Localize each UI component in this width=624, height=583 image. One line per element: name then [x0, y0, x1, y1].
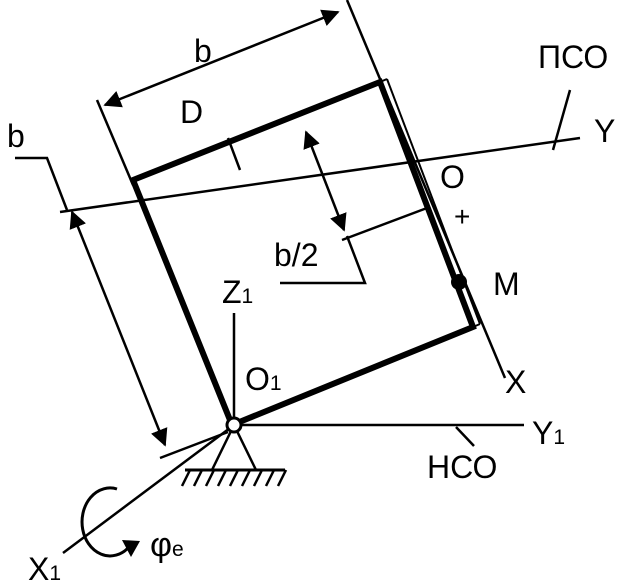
top-dim-arrow [103, 9, 340, 108]
plate-right-edge-thin-4 [472, 323, 481, 328]
rotation-arrowhead [122, 540, 140, 557]
top-dimension [95, 9, 340, 186]
label-d: D [180, 94, 203, 130]
half-dimension [280, 130, 428, 285]
label-phi-e: φe [150, 526, 184, 564]
fixed-frame [62, 313, 524, 555]
label-x1: X1 [28, 551, 61, 583]
label-b-left: b [7, 118, 25, 154]
left-dim-ext-bottom [159, 430, 229, 460]
label-y1: Y1 [532, 415, 565, 451]
pivot-joint [225, 416, 243, 434]
label-pso: ПСО [538, 39, 608, 75]
label-o: O [440, 159, 465, 195]
label-nso: НСО [427, 449, 497, 485]
label-y: Y [594, 113, 615, 149]
half-dim-leader [280, 235, 367, 285]
x1-axis-line [62, 423, 235, 555]
top-dim-ext-left [95, 99, 135, 186]
x-axis-line [345, 0, 507, 379]
label-m: M [493, 266, 520, 302]
label-b-top: b [194, 33, 212, 69]
support-hatching [180, 469, 288, 487]
nso-leader [455, 426, 475, 447]
label-x: X [505, 364, 526, 400]
label-z1: Z1 [222, 274, 253, 310]
half-dim-arrow [303, 130, 347, 232]
label-b-half: b/2 [274, 237, 318, 273]
point-m [451, 274, 467, 290]
half-dim-extension [341, 206, 428, 242]
d-tick [226, 137, 242, 171]
left-dim-arrow [69, 210, 168, 447]
rotation-arrow [80, 486, 140, 558]
label-o1: O1 [245, 361, 282, 397]
pivot-support [180, 416, 288, 487]
rotation-arc [80, 486, 130, 558]
pso-leader [551, 89, 572, 151]
left-dimension [15, 156, 229, 460]
labels: b b D ПСО Y O + b/2 M Z1 O1 X Y1 НСО X1 … [7, 33, 615, 583]
label-plus: + [454, 201, 470, 232]
left-dim-leader [15, 156, 69, 211]
